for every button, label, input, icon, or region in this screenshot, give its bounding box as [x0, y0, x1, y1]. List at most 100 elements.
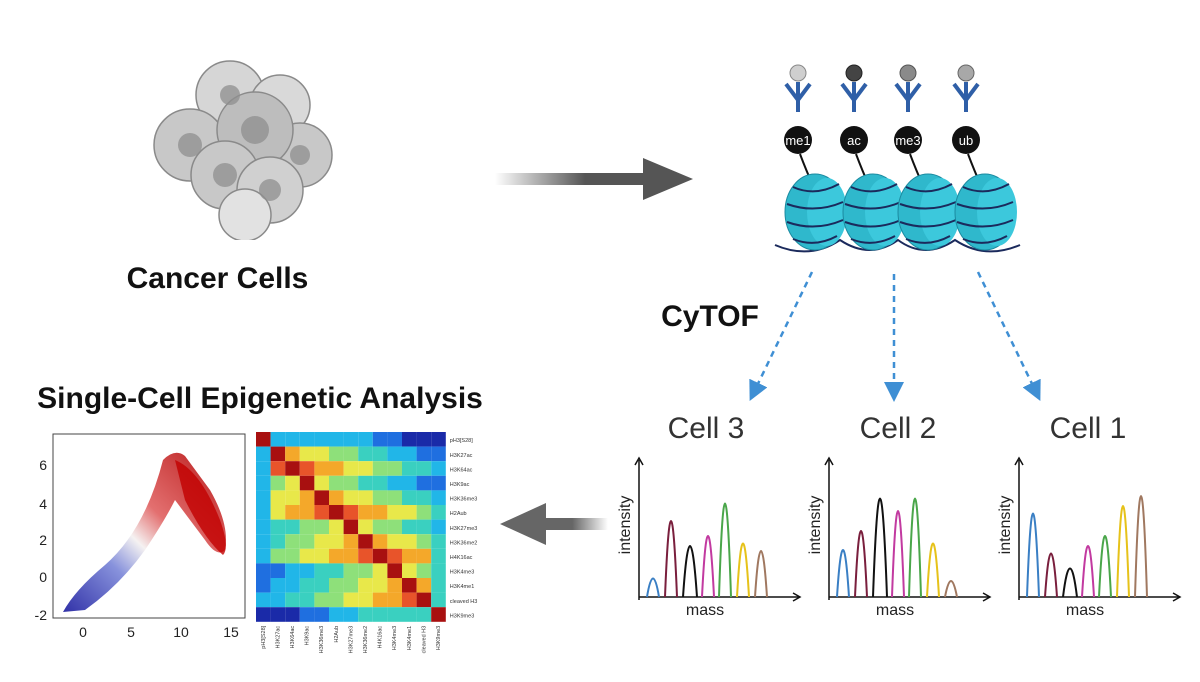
cancer-cells-label: Cancer Cells	[126, 262, 309, 295]
heatmap-cell	[256, 548, 271, 564]
scatter-plot: 6 4 2 0 -2 0 5 10 15	[35, 433, 246, 640]
x-tick: 10	[173, 624, 189, 640]
heatmap-cell	[299, 592, 315, 608]
heatmap-cell	[314, 475, 329, 491]
heatmap-cell	[372, 461, 388, 476]
heatmap-cell	[416, 519, 432, 535]
heatmap-row-label: H3K4me3	[450, 570, 474, 576]
heatmap-cell	[358, 519, 373, 535]
heatmap-cell	[416, 563, 432, 578]
heatmap-cell	[285, 592, 300, 608]
heatmap-cell	[387, 563, 402, 578]
heatmap-row-label: H3K27me3	[450, 526, 478, 532]
heatmap-cell	[387, 461, 402, 476]
heatmap-row-label: H3K27ac	[450, 453, 473, 459]
heatmap-cell	[402, 563, 417, 578]
heatmap-cell	[416, 548, 432, 564]
spectrum-cell-3: intensity mass	[617, 456, 802, 619]
heatmap-cell	[372, 563, 388, 578]
heatmap-row-label: H3K4me1	[450, 584, 474, 590]
heatmap-cell	[431, 534, 446, 549]
x-tick: 5	[127, 624, 135, 640]
heatmap-cell	[358, 505, 373, 520]
heatmap-cell	[314, 592, 329, 608]
heatmap-row-label: H3K36me2	[450, 540, 478, 546]
heatmap-cell	[285, 490, 300, 505]
y-axis-label: intensity	[617, 496, 634, 555]
heatmap-cell	[343, 505, 359, 520]
heatmap-cell	[314, 432, 329, 447]
x-tick: 15	[223, 624, 239, 640]
heatmap-cell	[299, 446, 315, 462]
mark-label: me1	[785, 133, 810, 148]
cancer-cells-illustration	[153, 60, 333, 240]
nucleosome-barrels	[784, 173, 1017, 251]
heatmap-cell	[343, 432, 359, 447]
heatmap-cell	[329, 446, 344, 462]
heatmap-row-label: H4K16ac	[450, 555, 473, 561]
heatmap-cell	[387, 446, 402, 462]
heatmap-cell	[358, 548, 373, 564]
heatmap-cell	[299, 548, 315, 564]
heatmap-cell	[387, 548, 402, 564]
y-tick: -2	[35, 607, 48, 623]
heatmap-cell	[314, 534, 329, 549]
heatmap-cell	[285, 446, 300, 462]
heatmap-cell	[270, 578, 286, 593]
heatmap-cell	[299, 475, 315, 491]
heatmap-cell	[285, 563, 300, 578]
heatmap-cell	[358, 461, 373, 476]
heatmap-cell	[285, 534, 300, 549]
heatmap-cell	[343, 563, 359, 578]
heatmap-row-label: H3K9me3	[450, 613, 474, 619]
heatmap-col-label: H3K36me2	[363, 626, 369, 654]
heatmap-row-label: H3K64ac	[450, 467, 473, 473]
heatmap-row-label: cleaved H3	[450, 599, 478, 605]
heatmap-cell	[256, 505, 271, 520]
heatmap-cell	[402, 548, 417, 564]
heatmap-cell	[256, 592, 271, 608]
heatmap-cell	[256, 490, 271, 505]
heatmap-cell	[299, 607, 315, 622]
heatmap-cell	[416, 446, 432, 462]
heatmap-cell	[358, 563, 373, 578]
heatmap-cell	[270, 505, 286, 520]
heatmap-row-label: H2Aub	[450, 511, 467, 517]
heatmap-cell	[314, 607, 329, 622]
x-tick: 0	[79, 624, 87, 640]
heatmap-cell	[285, 475, 300, 491]
heatmap-cell	[358, 607, 373, 622]
heatmap-cell	[372, 548, 388, 564]
heatmap-cell	[329, 563, 344, 578]
heatmap-cell	[402, 475, 417, 491]
heatmap-cell	[299, 578, 315, 593]
heatmap-cell	[387, 490, 402, 505]
heatmap-cell	[431, 432, 446, 447]
heatmap-col-label: H3K9me3	[436, 626, 442, 650]
heatmap-cell	[431, 607, 446, 622]
heatmap-cell	[270, 475, 286, 491]
spectrum-cell-1: intensity mass	[997, 456, 1182, 619]
heatmap-col-label: H3K64ac	[290, 626, 296, 649]
heatmap-cell	[387, 592, 402, 608]
heatmap-cell	[416, 432, 432, 447]
heatmap-cell	[402, 505, 417, 520]
y-tick: 6	[39, 457, 47, 473]
heatmap-row-label: H3K36me3	[450, 497, 478, 503]
heatmap-cell	[416, 578, 432, 593]
heatmap-cell	[270, 563, 286, 578]
heatmap-col-label: H3K36me3	[319, 626, 325, 654]
correlation-heatmap: pH3[S28]H3K27acH3K64acH3K9acH3K36me3H2Au…	[256, 432, 478, 653]
heatmap-cell	[314, 461, 329, 476]
heatmap-cell	[343, 607, 359, 622]
heatmap-cell	[256, 432, 271, 447]
heatmap-col-label: H3K4me3	[392, 626, 398, 650]
heatmap-cell	[270, 607, 286, 622]
heatmap-cell	[256, 607, 271, 622]
y-tick: 4	[39, 496, 47, 512]
heatmap-cell	[431, 548, 446, 564]
mark-label: ac	[847, 133, 861, 148]
heatmap-cell	[285, 607, 300, 622]
heatmap-cell	[372, 578, 388, 593]
